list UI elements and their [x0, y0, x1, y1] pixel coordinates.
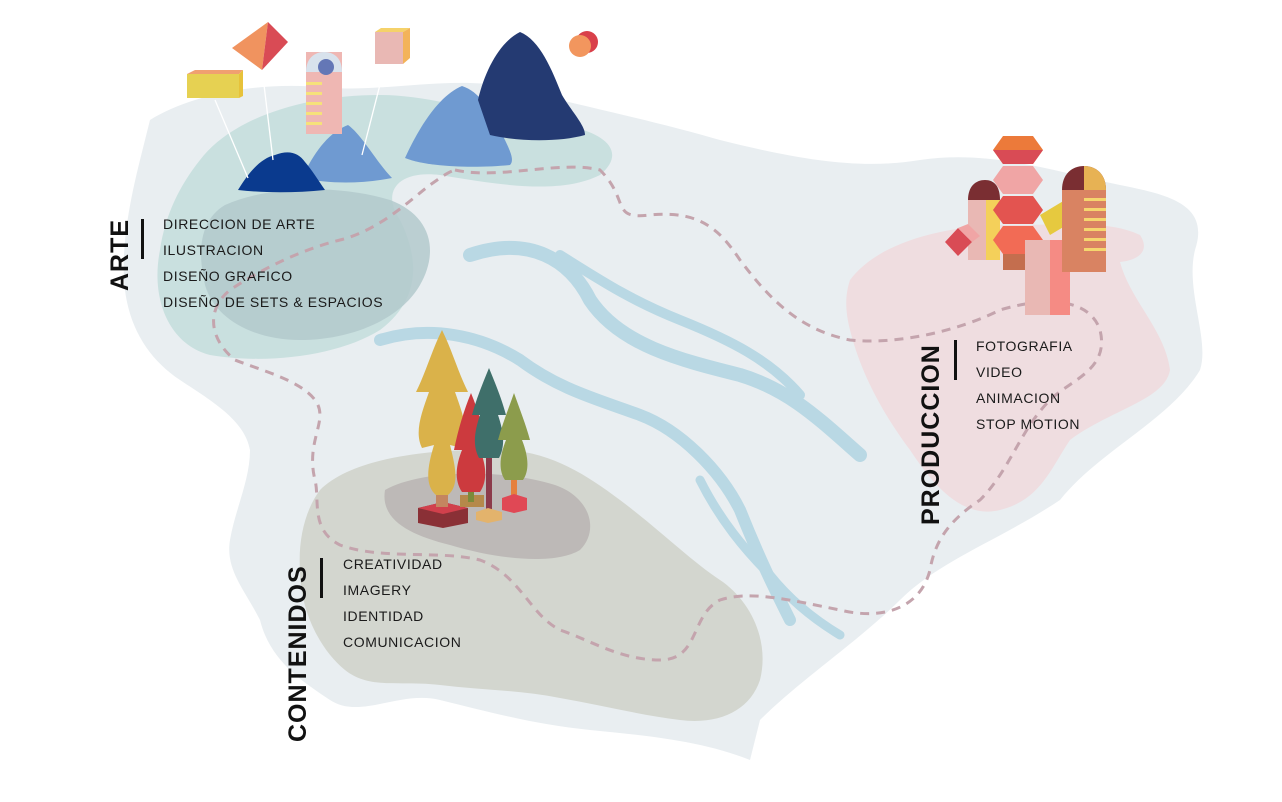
- mountains: [238, 32, 585, 193]
- list-item: CREATIVIDAD: [343, 556, 443, 572]
- forest: [416, 330, 530, 528]
- list-item: VIDEO: [976, 364, 1023, 380]
- list-item: ANIMACION: [976, 390, 1061, 406]
- list-item: DIRECCION DE ARTE: [163, 216, 316, 232]
- contenidos-list: CREATIVIDAD IMAGERY IDENTIDAD COMUNICACI…: [343, 555, 461, 659]
- list-item: IDENTIDAD: [343, 608, 424, 624]
- floating-objects: [187, 22, 598, 134]
- arte-title: ARTE: [106, 218, 134, 291]
- list-item: STOP MOTION: [976, 416, 1081, 432]
- list-item: COMUNICACION: [343, 634, 462, 650]
- dashed-trail: [212, 165, 1104, 662]
- list-item: DISEÑO GRAFICO: [163, 268, 293, 284]
- produccion-divider: [954, 340, 957, 380]
- balloon-strings: [214, 64, 386, 179]
- arte-list: DIRECCION DE ARTE ILUSTRACION DISEÑO GRA…: [163, 215, 383, 319]
- list-item: FOTOGRAFIA: [976, 338, 1073, 354]
- contenidos-title: CONTENIDOS: [284, 565, 312, 742]
- contenidos-divider: [320, 558, 323, 598]
- houses: [945, 136, 1106, 315]
- produccion-title: PRODUCCION: [917, 344, 945, 525]
- produccion-list: FOTOGRAFIA VIDEO ANIMACION STOP MOTION: [976, 337, 1080, 441]
- list-item: ILUSTRACION: [163, 242, 264, 258]
- list-item: DISEÑO DE SETS & ESPACIOS: [163, 294, 384, 310]
- produccion-region: [846, 224, 1170, 512]
- arte-divider: [141, 219, 144, 259]
- list-item: IMAGERY: [343, 582, 412, 598]
- river: [374, 240, 867, 640]
